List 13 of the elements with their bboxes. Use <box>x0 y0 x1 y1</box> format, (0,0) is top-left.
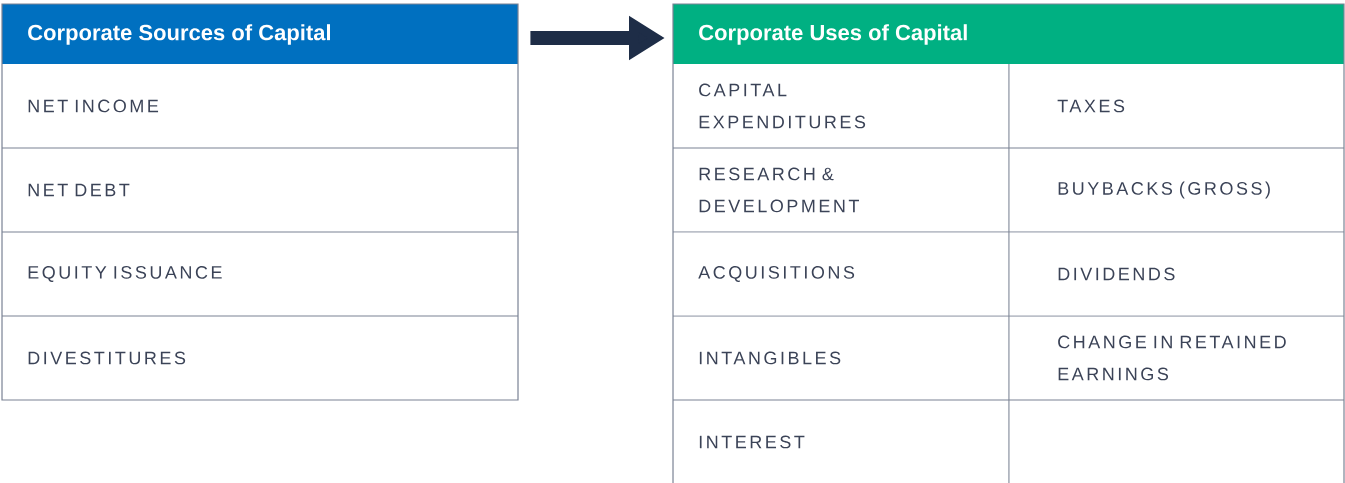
table-cell: NET INCOME <box>28 99 159 113</box>
table-cell: DIVIDENDS <box>1058 267 1175 281</box>
table-cell: CHANGE IN RETAINED EARNINGS <box>1058 335 1286 381</box>
table-cell: INTANGIBLES <box>699 351 841 365</box>
table-cell: EQUITY ISSUANCE <box>28 266 222 282</box>
table-cell: ACQUISITIONS <box>698 266 855 282</box>
table-cell: NET DEBT <box>28 183 130 197</box>
table-cell: INTEREST <box>699 435 805 449</box>
table-cell: TAXES <box>1057 99 1125 113</box>
table-cell: CAPITAL EXPENDITURES <box>699 83 866 129</box>
table-cell: DIVESTITURES <box>28 351 186 365</box>
table-cell: BUYBACKS (GROSS) <box>1058 181 1270 199</box>
table-cell: RESEARCH & DEVELOPMENT <box>699 167 859 213</box>
